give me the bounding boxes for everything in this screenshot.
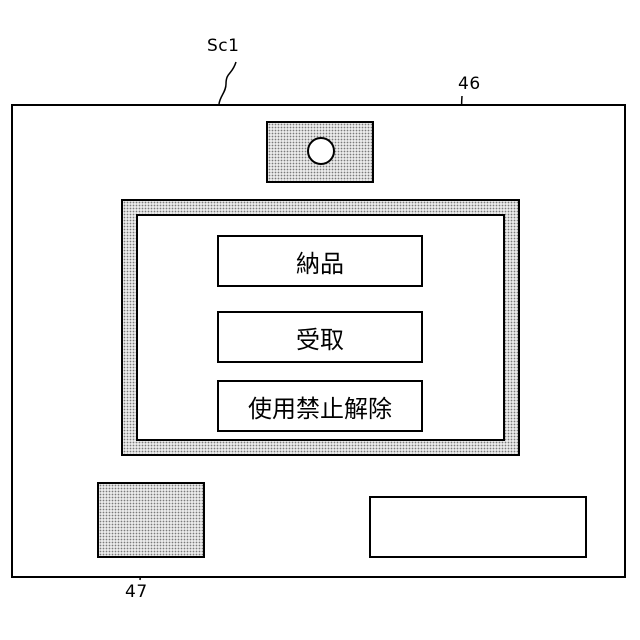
reader-reference-label: 47 bbox=[125, 582, 148, 602]
screen-reference-label: Sc1 bbox=[207, 36, 239, 56]
unlock-use-button[interactable]: 使用禁止解除 bbox=[217, 380, 423, 432]
card-reader[interactable] bbox=[97, 482, 205, 558]
delivery-button[interactable]: 納品 bbox=[217, 235, 423, 287]
camera-lens-icon bbox=[307, 137, 335, 165]
touch-panel-reference-label: 46 bbox=[458, 74, 481, 94]
camera-unit bbox=[266, 121, 374, 183]
secondary-display bbox=[369, 496, 587, 558]
receive-button[interactable]: 受取 bbox=[217, 311, 423, 363]
sc1-leader-line bbox=[219, 62, 236, 104]
